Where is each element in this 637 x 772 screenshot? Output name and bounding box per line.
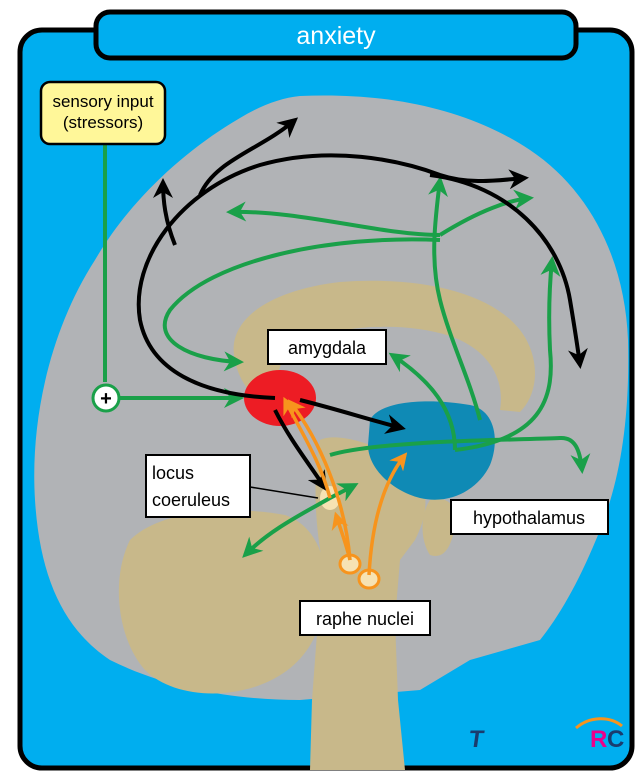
page-title: anxiety (296, 22, 376, 50)
locus-label: locus (152, 463, 194, 483)
stressors-label: (stressors) (63, 113, 143, 132)
coeruleus-label: coeruleus (152, 490, 230, 510)
sensory-input-label: sensory input (52, 92, 153, 111)
hypothalamus-label: hypothalamus (473, 508, 585, 528)
raphe-nuclei-label: raphe nuclei (316, 609, 414, 629)
amygdala-label: amygdala (288, 338, 367, 358)
svg-text:C: C (607, 726, 624, 753)
plus-sign: + (100, 388, 112, 410)
svg-text:R: R (590, 726, 607, 753)
